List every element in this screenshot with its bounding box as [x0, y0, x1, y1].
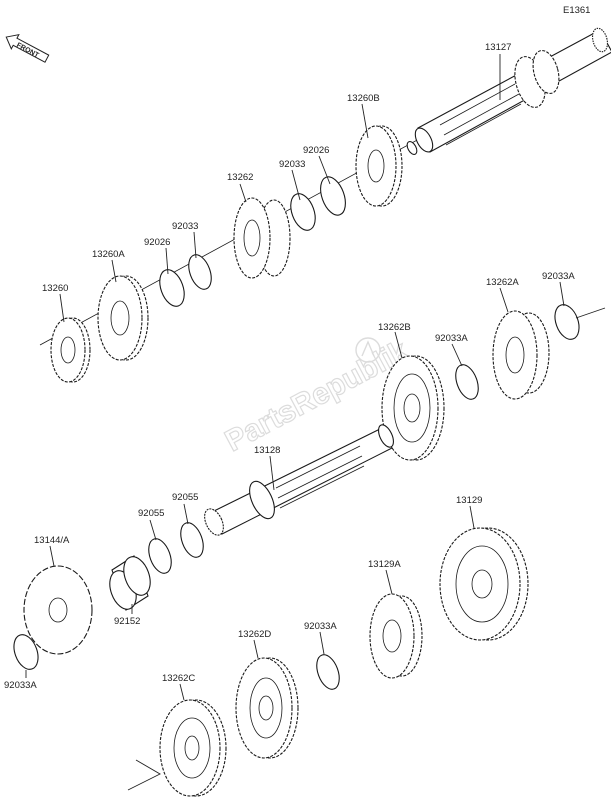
label-92033A-c: 92033A [4, 680, 37, 691]
label-92026-a: 92026 [303, 145, 329, 156]
drive-shaft-13128 [204, 424, 394, 536]
ring-92033A-right [554, 304, 580, 340]
label-13260A: 13260A [92, 249, 125, 260]
gear-13262B [381, 355, 445, 461]
gear-13260A [97, 275, 149, 361]
bushing-92152 [109, 555, 151, 611]
label-13129: 13129 [456, 495, 482, 506]
label-92033A-d: 92033A [304, 621, 337, 632]
label-13129A: 13129A [368, 559, 401, 570]
watermark-logo [355, 337, 381, 363]
gear-13260B [355, 125, 403, 207]
part-labels: 13127 13260B 92026 92033 13262 92033 920… [4, 42, 575, 691]
label-92055-a: 92055 [138, 508, 164, 519]
gear-13262C [159, 699, 227, 797]
axis-arrow-left [127, 759, 161, 791]
ring-92033-middle [188, 254, 212, 290]
ring-92055-lower [148, 538, 172, 574]
label-13262C: 13262C [162, 673, 195, 684]
label-13144A: 13144/A [34, 535, 70, 546]
gear-13262A [492, 310, 550, 400]
label-92033A-b: 92033A [435, 333, 468, 344]
ring-92033A-left [13, 634, 39, 670]
gear-13260 [50, 317, 91, 383]
gear-13129A [369, 593, 423, 679]
ring-92026-upper [320, 176, 346, 216]
ring-92033-upper [290, 193, 316, 231]
label-92033-a: 92033 [279, 159, 305, 170]
gear-13262 [233, 197, 291, 279]
label-13127: 13127 [485, 42, 511, 53]
diagram-code: E1361 [563, 5, 590, 16]
label-13262B: 13262B [378, 322, 411, 333]
gear-13129 [439, 527, 529, 641]
ring-92033A-lower [316, 654, 340, 690]
ring-92026-middle [159, 269, 185, 307]
ring-92033A-middle [455, 364, 479, 400]
label-92026-b: 92026 [144, 237, 170, 248]
label-13128: 13128 [254, 445, 280, 456]
leader-lines [25, 54, 565, 701]
label-13262D: 13262D [238, 629, 271, 640]
sprocket-13144A [23, 565, 93, 655]
front-arrow-icon: FRONT [5, 34, 50, 63]
ring-92055-upper [180, 522, 204, 558]
main-shaft-13127 [406, 27, 611, 156]
axis-arrow-right [575, 307, 606, 319]
label-13260: 13260 [42, 283, 68, 294]
label-13262A: 13262A [486, 277, 519, 288]
label-13262: 13262 [227, 172, 253, 183]
label-92033A-a: 92033A [542, 271, 575, 282]
label-92033-b: 92033 [172, 221, 198, 232]
gear-13262D [235, 657, 299, 759]
label-13260B: 13260B [347, 93, 380, 104]
label-92152: 92152 [114, 616, 140, 627]
label-92055-b: 92055 [172, 492, 198, 503]
